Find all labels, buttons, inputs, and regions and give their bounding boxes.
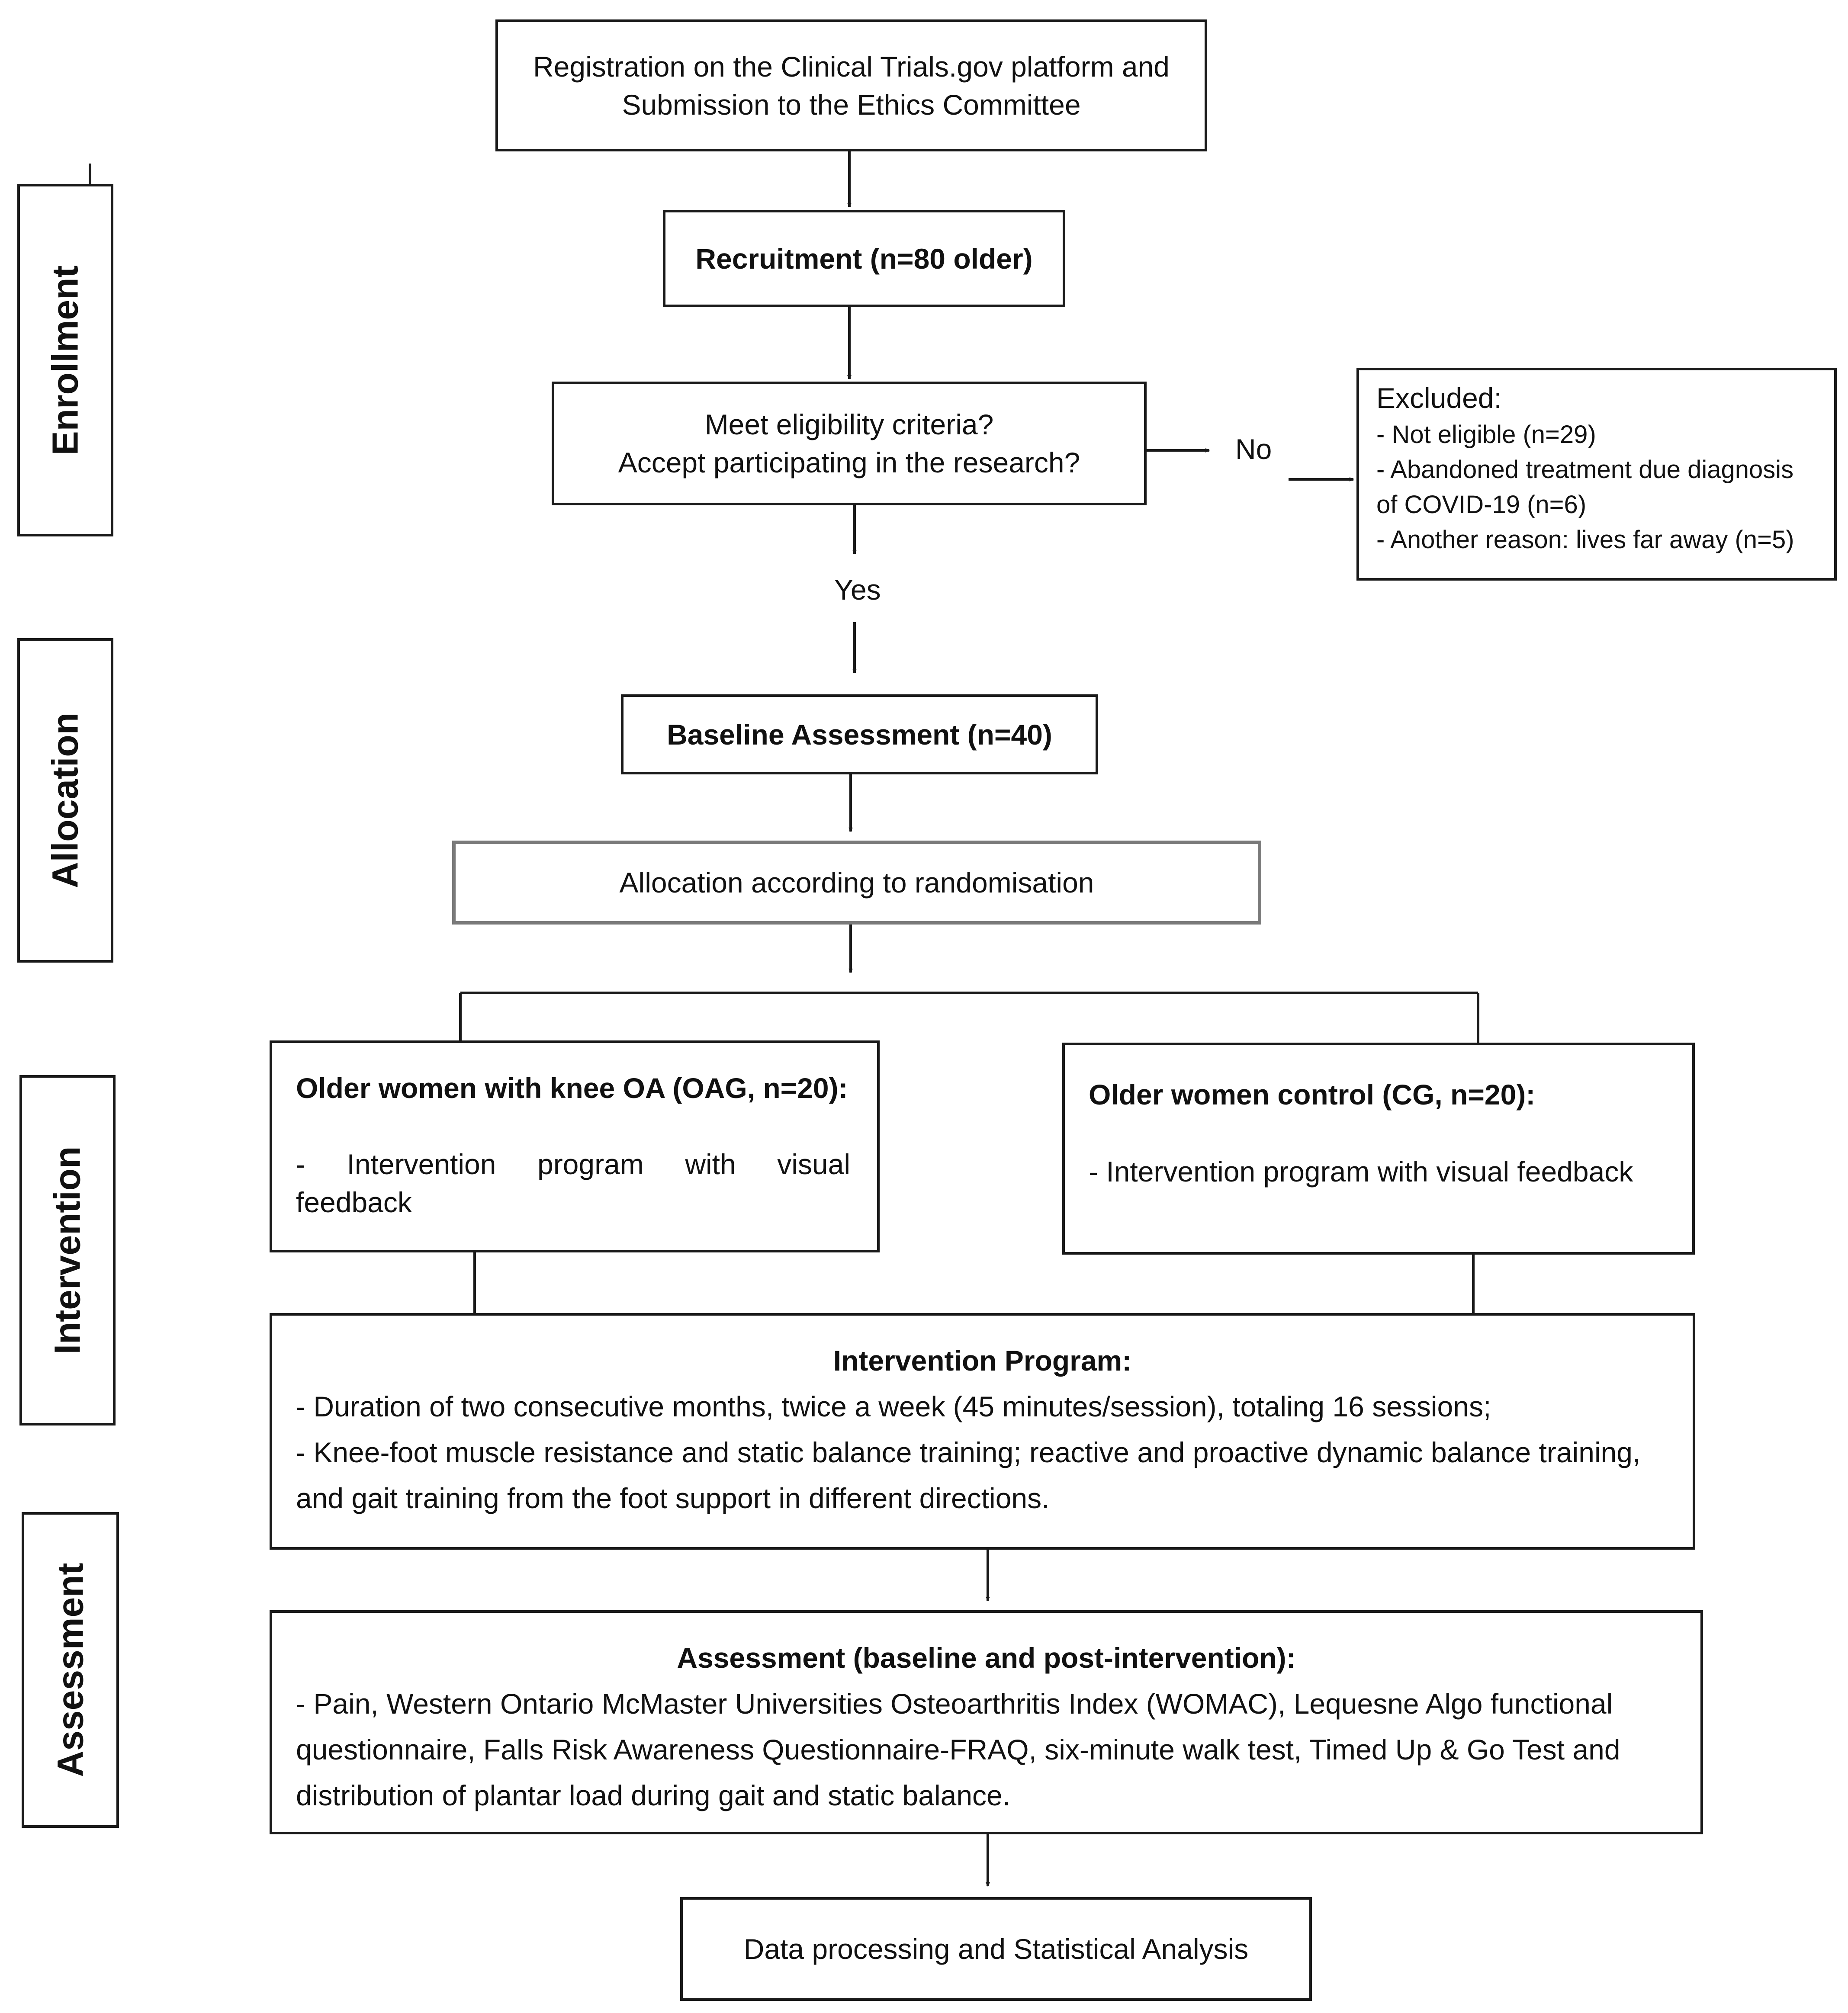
excluded-item: - Not eligible (n=29) (1376, 421, 1596, 449)
cg-title: Older women control (CG, n=20): (1089, 1079, 1536, 1111)
excluded-list: - Not eligible (n=29) - Abandoned treatm… (1376, 417, 1817, 557)
assessment-line1: - Pain, Western Ontario McMaster Univers… (296, 1688, 1613, 1720)
excluded-item: - Another reason: lives far away (n=5) (1376, 526, 1794, 554)
phase-intervention-label: Intervention (47, 1146, 88, 1355)
baseline-box: Baseline Assessment (n=40) (621, 694, 1098, 774)
program-line2: - Knee-foot muscle resistance and static… (296, 1436, 1641, 1468)
phase-intervention: Intervention (19, 1075, 116, 1425)
eligibility-line1: Meet eligibility criteria? (704, 408, 994, 440)
cg-text: - Intervention program with visual feedb… (1089, 1156, 1633, 1188)
recruitment-box: Recruitment (n=80 older) (663, 210, 1065, 307)
phase-allocation: Allocation (17, 638, 113, 963)
assessment-line2: questionnaire, Falls Risk Awareness Ques… (296, 1734, 1620, 1766)
assessment-line3: distribution of plantar load during gait… (296, 1779, 1011, 1811)
registration-box: Registration on the Clinical Trials.gov … (495, 19, 1207, 151)
data-processing-box: Data processing and Statistical Analysis (680, 1897, 1312, 2001)
phase-assessment: Assessment (22, 1512, 119, 1828)
yes-label: Yes (834, 574, 881, 606)
excluded-title: Excluded: (1376, 382, 1502, 414)
registration-line2: Submission to the Ethics Committee (622, 88, 1081, 121)
program-title: Intervention Program: (833, 1345, 1132, 1377)
excluded-box: Excluded: - Not eligible (n=29) - Abando… (1356, 368, 1837, 581)
phase-assessment-label: Assessment (50, 1563, 90, 1777)
assessment-title: Assessment (baseline and post-interventi… (677, 1642, 1296, 1674)
excluded-item: - Abandoned treatment due diagnosis (1376, 456, 1794, 484)
cg-box: Older women control (CG, n=20): - Interv… (1062, 1043, 1695, 1255)
recruitment-label: Recruitment (n=80 older) (695, 242, 1033, 275)
phase-allocation-label: Allocation (45, 712, 86, 889)
baseline-label: Baseline Assessment (n=40) (667, 718, 1052, 751)
data-processing-label: Data processing and Statistical Analysis (743, 1933, 1249, 1965)
excluded-item: of COVID-19 (n=6) (1376, 491, 1587, 519)
program-box: Intervention Program: - Duration of two … (270, 1313, 1695, 1550)
oag-title: Older women with knee OA (OAG, n=20): (296, 1072, 848, 1104)
no-label: No (1235, 433, 1272, 465)
phase-enrollment-label: Enrollment (45, 265, 86, 455)
assessment-box: Assessment (baseline and post-interventi… (270, 1610, 1703, 1834)
phase-enrollment: Enrollment (17, 184, 113, 536)
program-line1: - Duration of two consecutive months, tw… (296, 1390, 1491, 1422)
registration-line1: Registration on the Clinical Trials.gov … (533, 50, 1170, 83)
eligibility-line2: Accept participating in the research? (618, 446, 1080, 478)
oag-box: Older women with knee OA (OAG, n=20): - … (270, 1040, 880, 1252)
oag-text: - Intervention program with visual feedb… (296, 1148, 850, 1218)
eligibility-box: Meet eligibility criteria? Accept partic… (552, 382, 1147, 505)
program-line3: and gait training from the foot support … (296, 1482, 1050, 1514)
allocation-label: Allocation according to randomisation (619, 867, 1094, 899)
allocation-box: Allocation according to randomisation (452, 841, 1261, 925)
